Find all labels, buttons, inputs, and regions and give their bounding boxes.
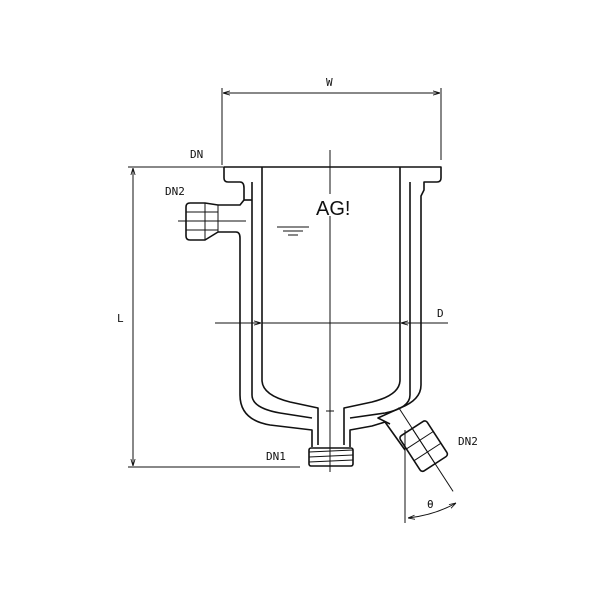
vessel-body	[218, 166, 442, 451]
brand-logo: AG!	[316, 198, 350, 220]
bottom-nozzle-label: DN2	[458, 435, 478, 448]
diameter-label: D	[437, 307, 444, 320]
bottom-outlet-label: DN1	[266, 450, 286, 463]
width-dimension: W	[221, 76, 442, 165]
top-side-nozzle: DN2	[165, 185, 246, 241]
length-label: L	[117, 312, 124, 325]
bottom-angled-nozzle	[398, 407, 454, 492]
flange-label: DN	[190, 148, 203, 161]
angle-dimension: θ	[404, 430, 456, 523]
angle-label: θ	[427, 498, 434, 511]
length-dimension: L DN1	[117, 168, 300, 468]
liquid-level-symbol	[277, 226, 309, 236]
bottom-outlet-thread	[308, 410, 354, 467]
width-label: W	[326, 76, 333, 89]
logo-backdrop	[314, 194, 350, 216]
top-nozzle-label: DN2	[165, 185, 185, 198]
diameter-dimension: D	[215, 307, 448, 323]
